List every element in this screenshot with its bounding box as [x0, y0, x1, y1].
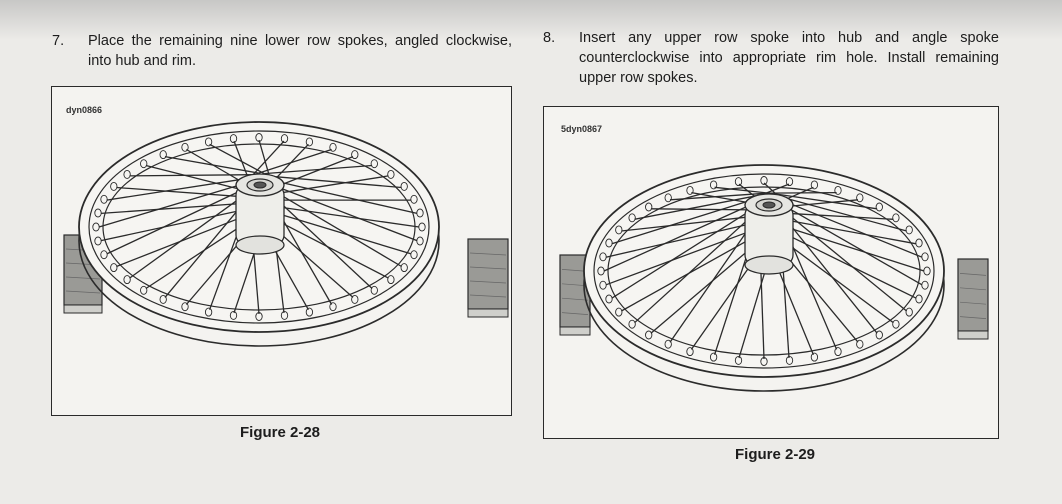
wheel-hub [744, 193, 794, 275]
step-number: 7. [52, 33, 65, 49]
figure-code: 5dyn0867 [561, 124, 603, 134]
figure-caption: Figure 2-29 [734, 446, 816, 463]
figure-caption: Figure 2-28 [239, 424, 321, 441]
step-text: Place the remaining nine lower row spoke… [88, 33, 512, 69]
spokes [98, 139, 420, 315]
step-number: 8. [543, 30, 556, 46]
step-text: Insert any upper row spoke into hub and … [579, 30, 999, 86]
wheel-hub [235, 173, 285, 255]
wheel-illustration [559, 164, 989, 392]
rim-holes [92, 133, 426, 321]
step-7: 7. Place the remaining nine lower row sp… [52, 31, 512, 75]
step-8: 8. Insert any upper row spoke into hub a… [543, 28, 1003, 92]
wood-block [467, 238, 509, 318]
wheel-illustration [63, 121, 509, 347]
figure-code: dyn0866 [66, 105, 103, 115]
figure-2-29: 5dyn0867 [543, 106, 999, 439]
figure-2-28: dyn0866 [51, 86, 512, 416]
wood-block [957, 258, 989, 340]
